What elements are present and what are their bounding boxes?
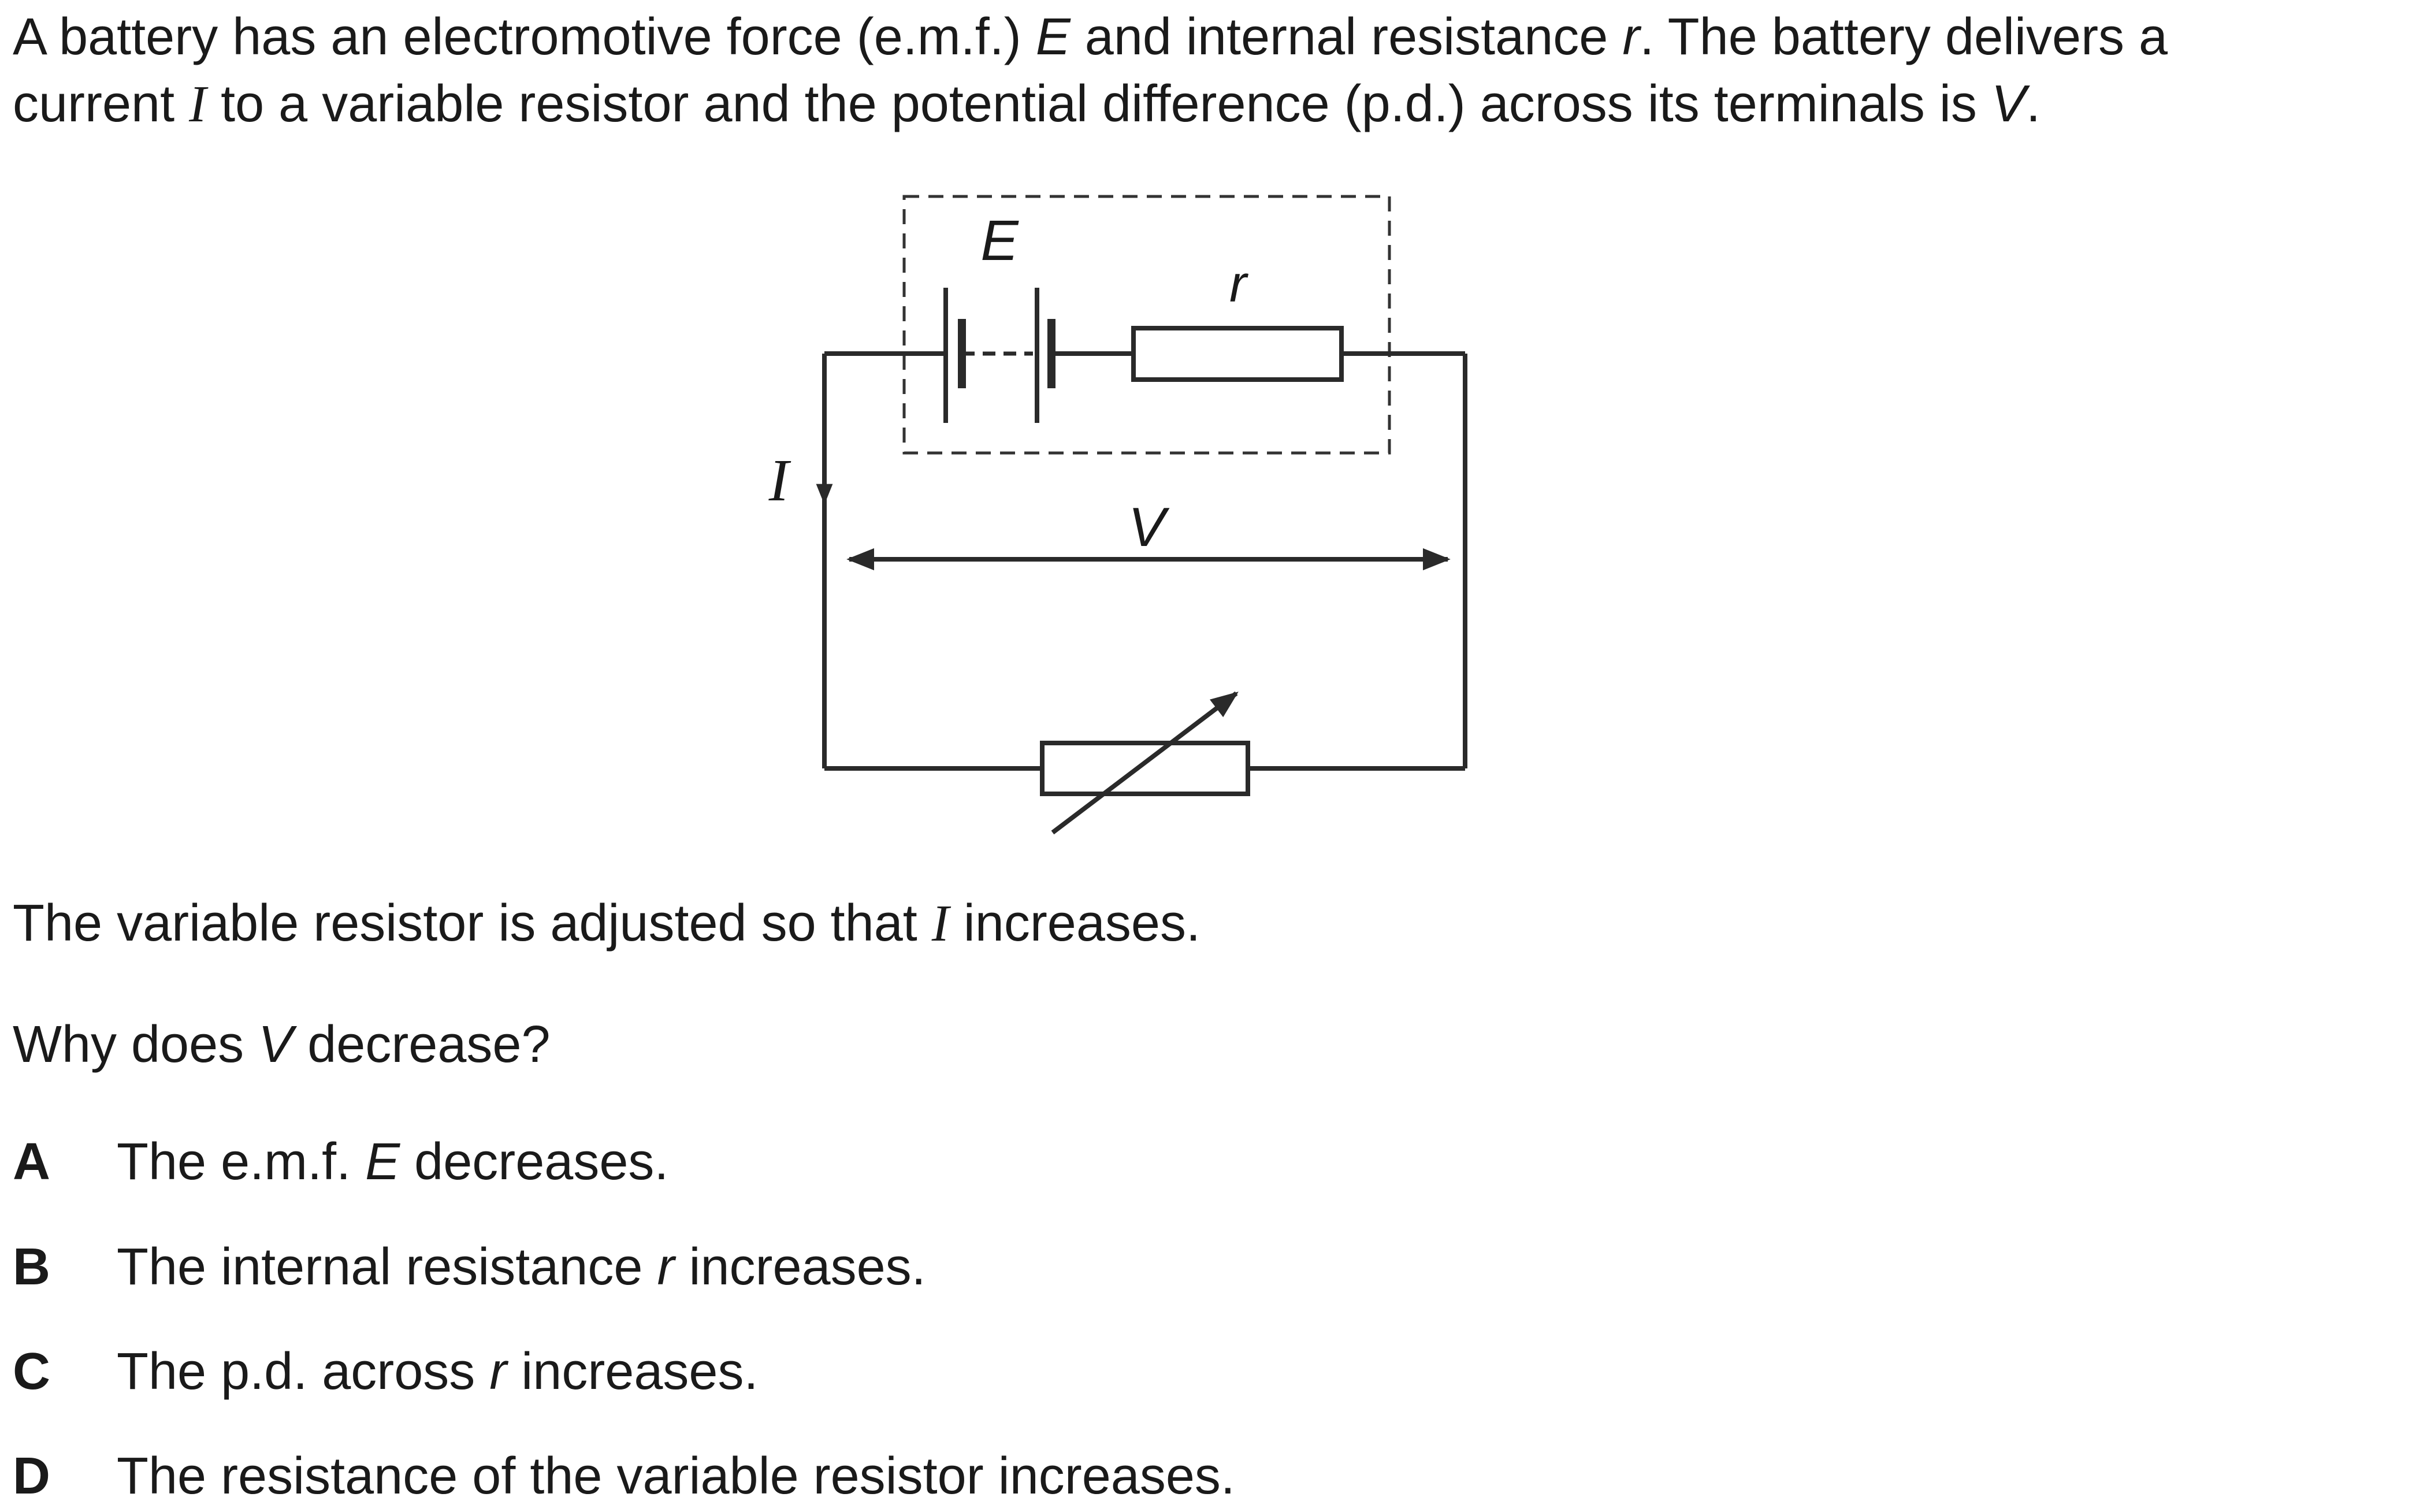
option-letter: B xyxy=(13,1238,50,1296)
option-letter: D xyxy=(13,1447,50,1505)
label-emf: E xyxy=(980,209,1019,272)
battery-cells xyxy=(943,288,1055,423)
question-stem: A battery has an electromotive force (e.… xyxy=(13,3,2329,138)
current-symbol: I xyxy=(931,895,949,952)
stem-line-1: A battery has an electromotive force (e.… xyxy=(13,8,2168,66)
option-letter: C xyxy=(13,1343,50,1400)
internal-resistance-symbol: r xyxy=(1622,8,1640,66)
label-pd: V xyxy=(1128,496,1170,558)
variable-resistor xyxy=(1040,741,1250,796)
adjustment-statement: The variable resistor is adjusted so tha… xyxy=(13,894,1201,952)
current-symbol: I xyxy=(189,76,207,133)
internal-resistor xyxy=(1131,326,1344,382)
variable-resistor-arrow xyxy=(1051,691,1239,835)
pd-symbol: V xyxy=(1991,75,2026,133)
pd-symbol: V xyxy=(258,1016,293,1073)
circuit-wires xyxy=(822,351,1467,771)
emf-symbol: E xyxy=(1035,8,1071,66)
label-internal-resistance: r xyxy=(1229,255,1248,313)
option-letter: A xyxy=(13,1133,50,1191)
stem-line-2: current I to a variable resistor and the… xyxy=(13,75,2041,133)
battery-enclosure xyxy=(902,195,1391,455)
label-current: I xyxy=(768,447,791,514)
question-text: Why does V decrease? xyxy=(13,1016,551,1073)
